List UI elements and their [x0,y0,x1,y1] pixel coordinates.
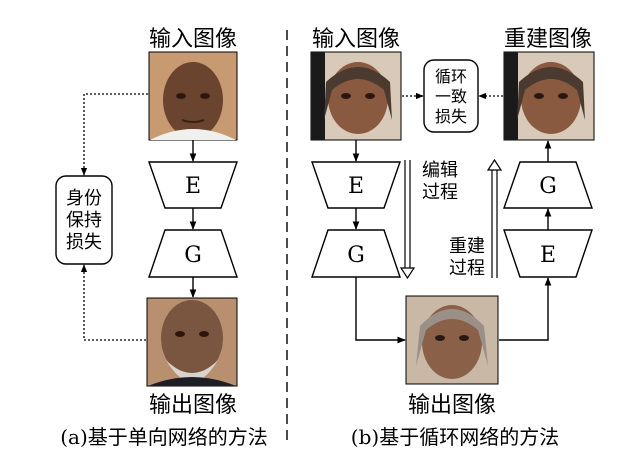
panel-b-recon-label: 重建图像 [504,27,592,52]
cycle-loss-line-3: 损失 [435,107,467,126]
panel-b-rebuild-encoder-label: E [540,243,556,268]
panel-a-input-label: 输入图像 [149,27,237,52]
dotted-output-to-identity-loss [80,264,146,341]
panel-b-output-photo [405,295,499,385]
edit-process-line-2: 过程 [422,182,458,203]
cycle-loss-line-2: 一致 [435,87,467,106]
panel-b-input-photo [310,51,402,141]
identity-loss-box [55,175,113,265]
panel-b-input-label: 输入图像 [312,27,400,52]
panel-a-output-label: 输出图像 [149,393,237,418]
panel-a-encoder [148,161,238,209]
panel-b-edit-encoder-label: E [348,174,364,199]
panel-b-rebuild-generator-label: G [539,174,557,199]
panel-a-caption: (a)基于单向网络的方法 [60,425,268,449]
edit-process-line-1: 编辑 [422,160,458,181]
rebuild-process-line-2: 过程 [449,258,485,279]
panel-b-recon-photo [503,51,595,141]
panel-a-output-photo [146,297,238,387]
panel-a-input-photo [148,51,238,141]
identity-loss-line-2: 保持 [66,210,102,231]
identity-loss-line-3: 损失 [66,232,102,253]
rebuild-process-line-1: 重建 [449,236,485,257]
panel-b-edit-generator [311,229,401,278]
panel-b-edit-encoder [311,161,401,209]
arrow-generator-to-output-b [355,277,406,344]
rebuild-process-arrow [486,158,503,278]
panel-a-generator [148,229,238,278]
identity-loss-line-1: 身份 [66,188,102,209]
cycle-loss-line-1: 循环 [435,67,467,86]
dotted-input-to-identity-loss [80,93,148,176]
panel-b-caption: (b)基于循环网络的方法 [351,425,559,449]
panel-b-output-label: 输出图像 [408,393,496,418]
panel-b-rebuild-encoder [503,229,593,278]
arrow-output-to-rebuild-encoder [499,277,552,341]
panel-a-encoder-label: E [185,174,201,199]
cycle-loss-box [423,59,479,133]
panel-a-generator-label: G [184,243,202,268]
edit-process-arrow [399,160,416,280]
panel-b-edit-generator-label: G [347,243,365,268]
panel-b-rebuild-generator [503,161,593,209]
